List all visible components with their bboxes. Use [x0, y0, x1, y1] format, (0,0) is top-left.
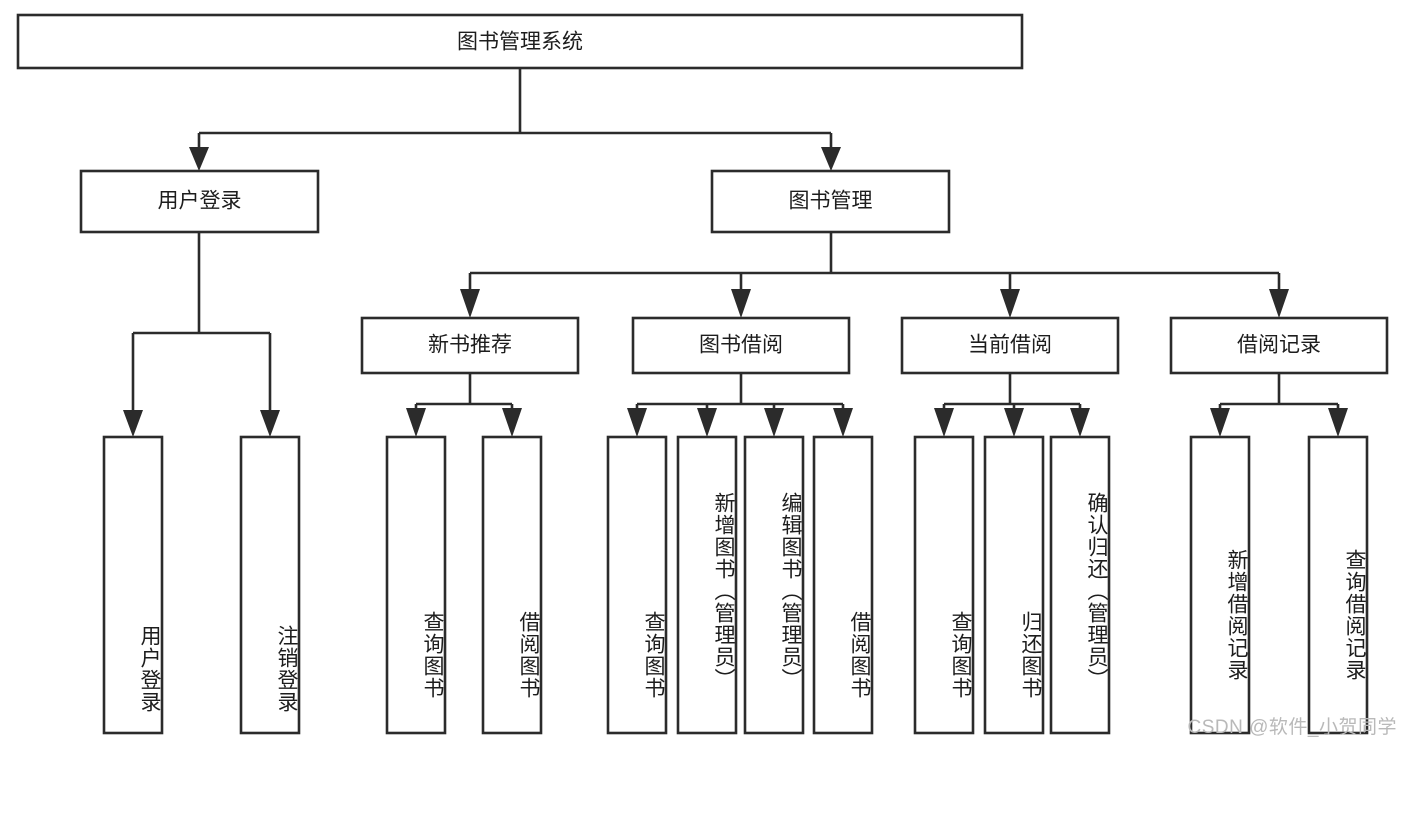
- connector-new-book-to-leaves: [406, 373, 522, 437]
- node-leaf-cb-return-book[interactable]: [983, 435, 1045, 735]
- node-root-label: 图书管理系统: [457, 31, 583, 54]
- node-new-book-recommend[interactable]: [360, 316, 580, 375]
- node-book-management[interactable]: [710, 169, 951, 234]
- arrowhead-book-borrow: [731, 289, 751, 318]
- arrowhead-book-mgmt: [821, 147, 841, 171]
- node-borrow-record-label: 借阅记录: [1237, 334, 1321, 357]
- node-leaf-nb-query-book[interactable]: [385, 435, 447, 735]
- connector-current-borrow-to-leaves: [934, 373, 1090, 437]
- connector-borrow-record-to-leaves: [1210, 373, 1348, 437]
- arrowhead-borrow-record: [1269, 289, 1289, 318]
- node-root-book-management-system[interactable]: [16, 13, 1024, 70]
- connector-root-to-level2: [189, 68, 841, 171]
- node-leaf-logout[interactable]: [239, 435, 301, 735]
- node-leaf-bb-borrow-book[interactable]: [812, 435, 874, 735]
- node-new-book-recommend-label: 新书推荐: [428, 334, 512, 357]
- arrowhead-nb-borrow-book: [502, 408, 522, 437]
- arrowhead-br-query-record: [1328, 408, 1348, 437]
- node-book-borrow[interactable]: [631, 316, 851, 375]
- connector-user-login-to-leaves: [123, 232, 280, 437]
- node-leaf-bb-query-book[interactable]: [606, 435, 668, 735]
- node-current-borrow[interactable]: [900, 316, 1120, 375]
- arrowhead-cb-confirm-return: [1070, 408, 1090, 437]
- arrowhead-user-login: [189, 147, 209, 171]
- connector-book-borrow-to-leaves: [627, 373, 853, 437]
- arrowhead-bb-borrow-book: [833, 408, 853, 437]
- csdn-watermark: CSDN @软件_小贺同学: [1187, 717, 1397, 738]
- arrowhead-leaf-user-login: [123, 410, 143, 437]
- node-leaf-cb-query-book[interactable]: [913, 435, 975, 735]
- node-leaf-br-query-record[interactable]: [1307, 435, 1369, 735]
- node-leaf-br-add-record[interactable]: [1189, 435, 1251, 735]
- arrowhead-nb-query-book: [406, 408, 426, 437]
- arrowhead-cb-query-book: [934, 408, 954, 437]
- tree-diagram-svg: 图书管理系统 用户登录 图书管理 新书推荐 图书借阅 当前借阅 借阅记录: [16, 13, 1389, 735]
- node-borrow-record[interactable]: [1169, 316, 1389, 375]
- node-user-login-label: 用户登录: [158, 190, 242, 213]
- node-leaf-bb-edit-book[interactable]: [743, 435, 805, 735]
- arrowhead-br-add-record: [1210, 408, 1230, 437]
- arrowhead-new-book: [460, 289, 480, 318]
- arrowhead-current-borrow: [1000, 289, 1020, 318]
- node-current-borrow-label: 当前借阅: [968, 334, 1052, 357]
- node-book-borrow-label: 图书借阅: [699, 334, 783, 357]
- arrowhead-bb-query-book: [627, 408, 647, 437]
- connector-book-mgmt-to-level3: [460, 232, 1289, 318]
- arrowhead-cb-return-book: [1004, 408, 1024, 437]
- node-leaf-nb-borrow-book[interactable]: [481, 435, 543, 735]
- arrowhead-bb-add-book: [697, 408, 717, 437]
- node-user-login[interactable]: [79, 169, 320, 234]
- node-book-management-label: 图书管理: [789, 190, 873, 213]
- arrowhead-bb-edit-book: [764, 408, 784, 437]
- diagram-canvas-container: 图书管理系统 用户登录 图书管理 新书推荐 图书借阅 当前借阅 借阅记录 用户登…: [16, 13, 1397, 738]
- node-leaf-cb-confirm-return[interactable]: [1049, 435, 1111, 735]
- arrowhead-leaf-logout: [260, 410, 280, 437]
- node-leaf-bb-add-book[interactable]: [676, 435, 738, 735]
- node-leaf-user-login[interactable]: [102, 435, 164, 735]
